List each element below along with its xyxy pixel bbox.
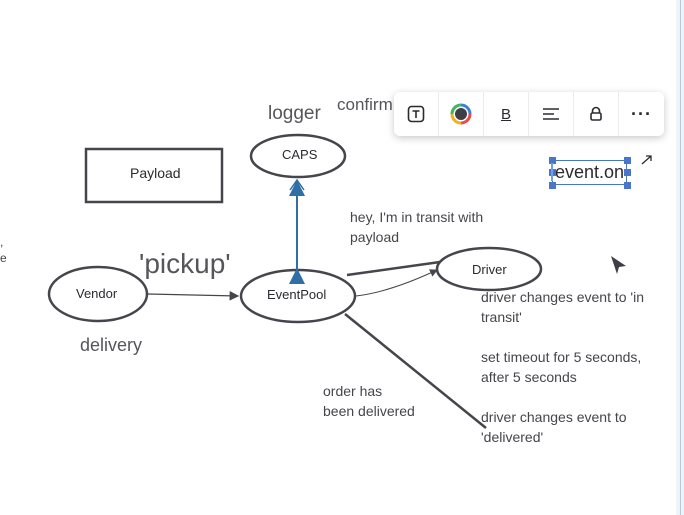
text-caret	[551, 163, 553, 181]
scrollbar-edge	[680, 0, 681, 515]
vendor-to-eventpool-arrow[interactable]	[147, 291, 240, 301]
format-toolbar: B ···	[394, 92, 664, 136]
left-edge-fragment: , e	[0, 235, 7, 265]
more-horizontal-icon: ···	[631, 103, 652, 124]
selection-handle-bl[interactable]	[549, 182, 556, 189]
bold-button[interactable]: B	[484, 92, 529, 136]
caps-label: CAPS	[282, 147, 318, 162]
payload-label: Payload	[130, 165, 181, 181]
color-button[interactable]	[439, 92, 484, 136]
selection-handle-tl[interactable]	[549, 157, 556, 164]
eventpool-to-delivered-line[interactable]	[344, 313, 487, 429]
pickup-label: 'pickup'	[139, 248, 231, 279]
caps-node[interactable]	[249, 133, 347, 179]
logger-label: logger	[268, 103, 321, 124]
lock-icon	[590, 106, 602, 121]
editing-text-field[interactable]: event.on	[555, 162, 625, 182]
driver-changes-delivered-note: driver changes event to 'delivered'	[481, 409, 627, 445]
driver-label: Driver	[472, 262, 507, 277]
selection-handle-tr[interactable]	[624, 157, 631, 164]
timeout-note: set timeout for 5 seconds, after 5 secon…	[481, 349, 642, 385]
vendor-node[interactable]	[47, 265, 149, 323]
resize-arrow-icon[interactable]	[641, 155, 652, 165]
transit-note: hey, I'm in transit with payload	[350, 209, 484, 245]
driver-node[interactable]	[435, 246, 543, 292]
selection-handle-mr[interactable]	[624, 169, 631, 176]
vendor-label: Vendor	[76, 286, 118, 301]
text-format-button[interactable]	[394, 92, 439, 136]
align-left-icon	[543, 108, 559, 120]
color-wheel-icon	[450, 103, 472, 125]
delivered-note: order has been delivered	[323, 383, 415, 419]
cursor-icon	[611, 256, 626, 274]
eventpool-to-driver-curve[interactable]	[355, 269, 438, 297]
lock-button[interactable]	[574, 92, 619, 136]
bold-icon: B	[500, 105, 511, 123]
align-button[interactable]	[529, 92, 574, 136]
payload-box[interactable]	[84, 147, 224, 204]
eventpool-label: EventPool	[267, 287, 327, 302]
text-box-icon	[407, 105, 425, 123]
more-button[interactable]: ···	[619, 92, 664, 136]
eventpool-to-driver-line[interactable]	[346, 260, 441, 277]
confirm-label: confirm	[337, 95, 393, 114]
delivery-label: delivery	[80, 335, 143, 355]
selection-handle-br[interactable]	[624, 182, 631, 189]
driver-changes-transit-note: driver changes event to 'in transit'	[481, 289, 644, 325]
